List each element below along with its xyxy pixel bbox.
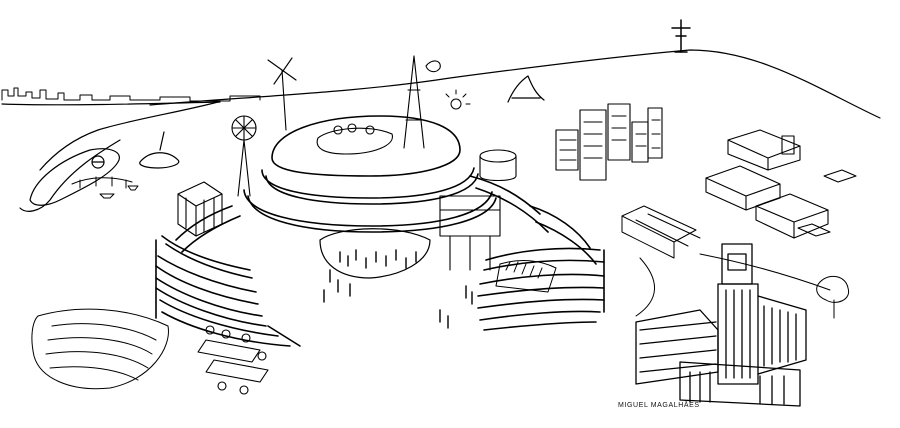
island (29, 148, 120, 206)
sun-icon (445, 89, 471, 110)
shoreline (1, 101, 221, 106)
bridge (71, 176, 133, 189)
boat-icon (99, 185, 139, 199)
picnic-tables (197, 325, 269, 395)
mountain-cross-icon (671, 19, 691, 53)
greenhouse (177, 181, 223, 237)
windmill-icon (231, 115, 257, 197)
industrial-tanks (439, 149, 517, 271)
antenna-mast (403, 55, 441, 149)
artist-signature: MIGUEL MAGALHÃES (618, 402, 700, 409)
downtown-towers (555, 103, 663, 181)
greenhouse-row (621, 205, 701, 259)
farm-field (31, 308, 169, 390)
tree-icon (816, 275, 850, 319)
timber-building (635, 243, 807, 407)
river-bank-upper (39, 101, 219, 171)
dome-icon (91, 155, 105, 169)
rooftop-stage (316, 123, 393, 155)
garden-bed (495, 260, 557, 293)
skyline-left (1, 87, 261, 102)
turbine-icon (267, 57, 297, 131)
stadium-icon (139, 131, 180, 169)
horizon-hill (149, 49, 881, 119)
crowd (323, 249, 473, 329)
central-plaza (319, 228, 431, 279)
campus-buildings (705, 129, 857, 239)
river-bank-lower (19, 139, 121, 212)
terraced-mound (155, 115, 605, 347)
tent-structure (507, 75, 545, 103)
rural-path (635, 253, 831, 317)
